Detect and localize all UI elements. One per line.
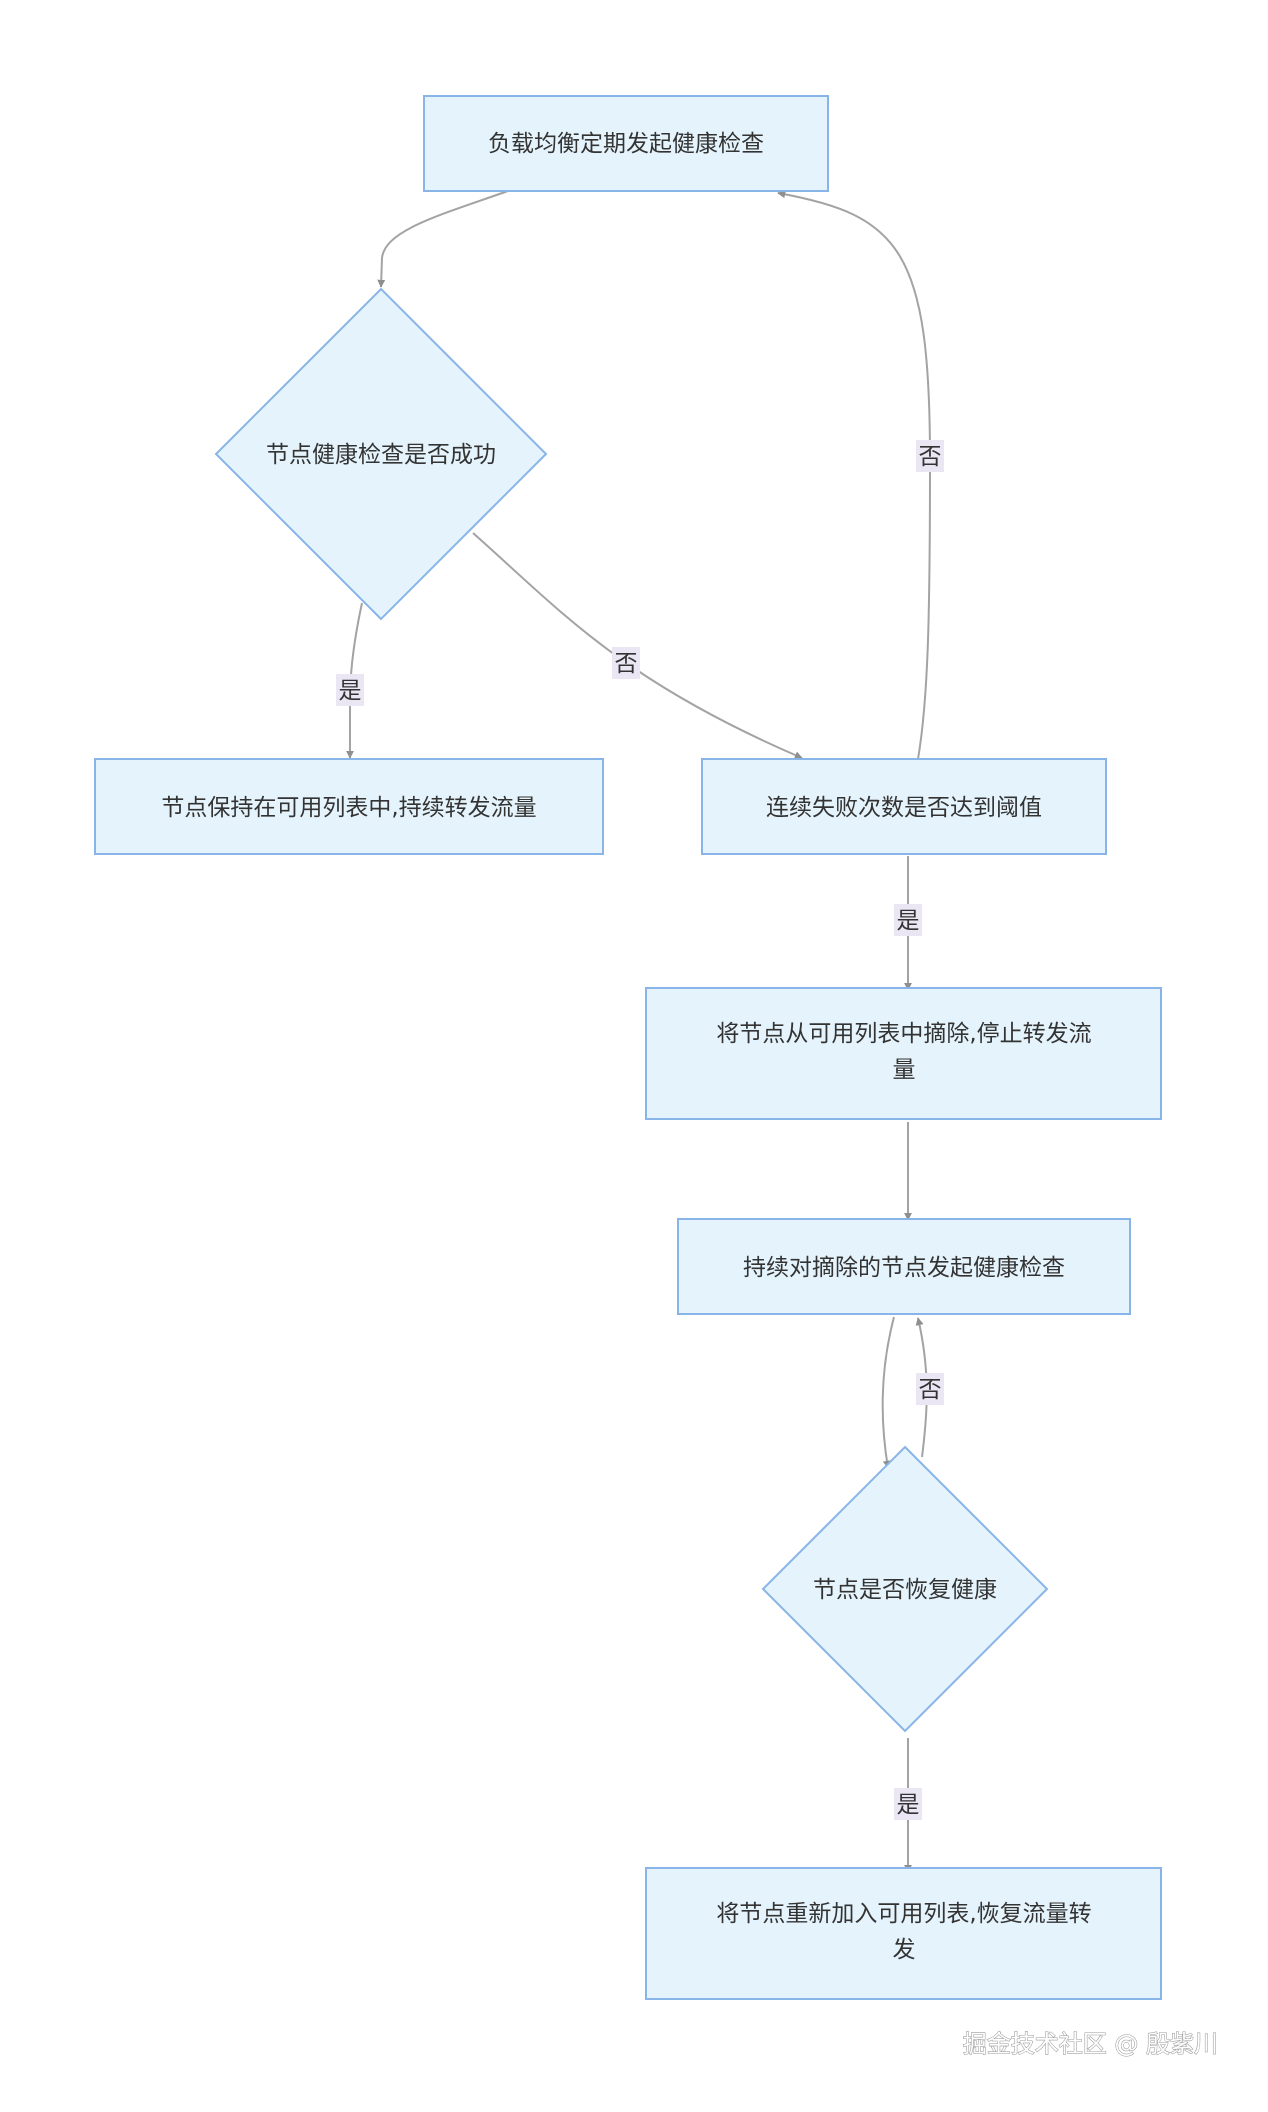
node-remove-label-line2: 量 [893, 1057, 916, 1083]
node-check-label: 节点健康检查是否成功 [266, 442, 496, 468]
node-keep-label: 节点保持在可用列表中,持续转发流量 [161, 795, 536, 821]
watermark: 掘金技术社区 @ 殷紫川 [963, 2030, 1218, 2058]
edge-label-recover-no: 否 [916, 1373, 944, 1405]
node-recover-label: 节点是否恢复健康 [813, 1577, 997, 1603]
node-threshold: 连续失败次数是否达到阈值 [701, 758, 1107, 855]
node-rejoin-label-line2: 发 [893, 1937, 916, 1963]
edge-label-recover-no-text: 否 [919, 1377, 942, 1403]
edge-label-check-yes: 是 [336, 674, 364, 706]
nodes: 负载均衡定期发起健康检查 节点健康检查是否成功 节点保持在可用列表中,持续转发流… [94, 95, 1162, 2000]
edge-check-to-threshold [472, 532, 803, 759]
node-continue-label: 持续对摘除的节点发起健康检查 [743, 1255, 1065, 1281]
edge-label-check-no: 否 [612, 647, 640, 679]
node-remove-label-line1: 将节点从可用列表中摘除,停止转发流 [716, 1021, 1091, 1047]
node-rejoin-label-line1: 将节点重新加入可用列表,恢复流量转 [716, 1901, 1091, 1927]
node-continue: 持续对摘除的节点发起健康检查 [677, 1218, 1131, 1315]
edge-label-recover-yes: 是 [894, 1788, 922, 1820]
node-start: 负载均衡定期发起健康检查 [423, 95, 829, 192]
edge-labels: 是 否 否 是 否 是 [336, 440, 944, 1820]
node-rejoin: 将节点重新加入可用列表,恢复流量转 发 [645, 1867, 1162, 2000]
edge-label-check-no-text: 否 [615, 651, 638, 677]
node-keep: 节点保持在可用列表中,持续转发流量 [94, 758, 604, 855]
edge-label-threshold-yes-text: 是 [897, 908, 920, 934]
node-threshold-label: 连续失败次数是否达到阈值 [766, 795, 1042, 821]
node-remove: 将节点从可用列表中摘除,停止转发流 量 [645, 987, 1162, 1120]
edge-threshold-to-start [777, 190, 932, 760]
edge-label-threshold-no-text: 否 [919, 444, 942, 470]
edge-start-to-check [377, 190, 509, 288]
edge-label-threshold-no: 否 [916, 440, 944, 472]
edge-label-threshold-yes: 是 [894, 904, 922, 936]
node-start-label: 负载均衡定期发起健康检查 [488, 131, 764, 157]
node-recover: 节点是否恢复健康 [761, 1445, 1049, 1733]
edge-continue-to-recover [881, 1316, 895, 1469]
edge-label-check-yes-text: 是 [339, 678, 362, 704]
edge-label-recover-yes-text: 是 [897, 1792, 920, 1818]
node-check: 节点健康检查是否成功 [214, 287, 548, 621]
